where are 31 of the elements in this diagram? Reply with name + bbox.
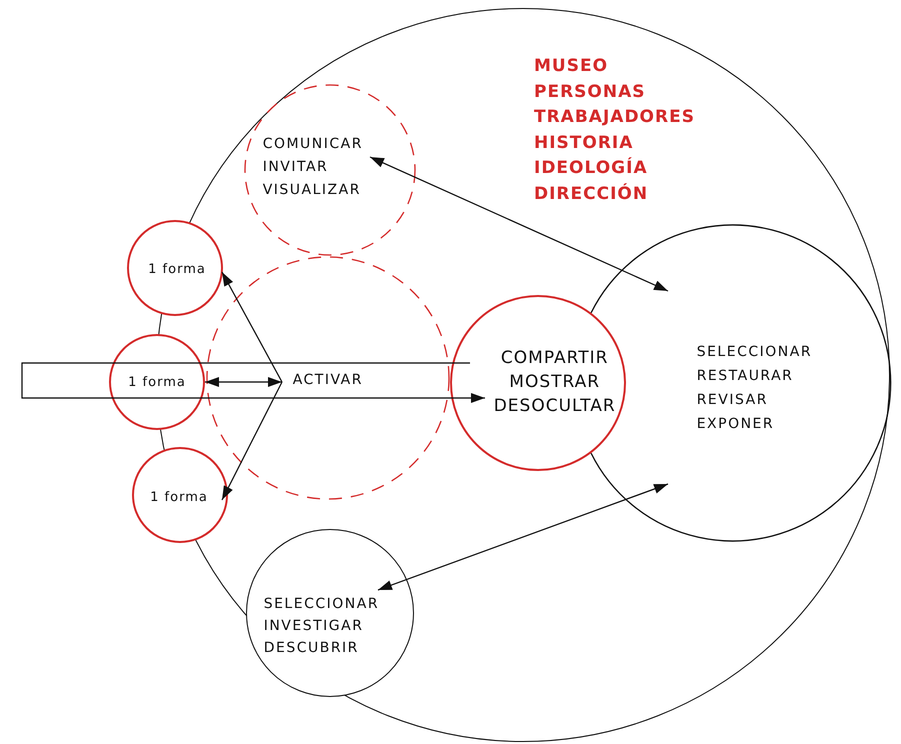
node-label: 1 forma	[148, 261, 206, 279]
dashed-circle	[244, 84, 416, 256]
node-label: MOSTRAR	[508, 370, 602, 394]
arrow	[221, 382, 283, 500]
node-label: RESTAURAR	[696, 366, 794, 386]
node-label: SELECCIONAR	[696, 342, 812, 362]
node-label: SELECCIONAR	[264, 594, 380, 614]
dashed-circle	[206, 256, 450, 500]
arrow	[370, 156, 668, 292]
node-label: COMPARTIR	[500, 346, 610, 370]
node-label: DIRECCIÓN	[534, 182, 650, 206]
arrow	[205, 377, 282, 387]
node-label: EXPONER	[696, 414, 776, 434]
node-label: MUSEO	[534, 55, 610, 78]
node-label: DESCUBRIR	[264, 638, 360, 658]
node-label: COMUNICAR	[262, 134, 363, 154]
node-label: DESOCULTAR	[494, 394, 616, 418]
node-label: ACTIVAR	[292, 370, 363, 390]
band-arrow	[21, 362, 486, 403]
node-label: REVISAR	[696, 390, 769, 410]
node-label: HISTORIA	[534, 132, 634, 154]
node-label: INVESTIGAR	[264, 616, 364, 636]
node-label: 1 forma	[128, 374, 186, 392]
node-label: INVITAR	[262, 158, 330, 177]
node-label: TRABAJADORES	[534, 106, 695, 129]
node-label: 1 forma	[150, 489, 208, 507]
arrow	[378, 483, 668, 591]
node-label: IDEOLOGÍA	[534, 156, 649, 180]
node-label: PERSONAS	[534, 80, 646, 104]
node-label: VISUALIZAR	[262, 180, 362, 200]
arrow	[221, 272, 283, 382]
